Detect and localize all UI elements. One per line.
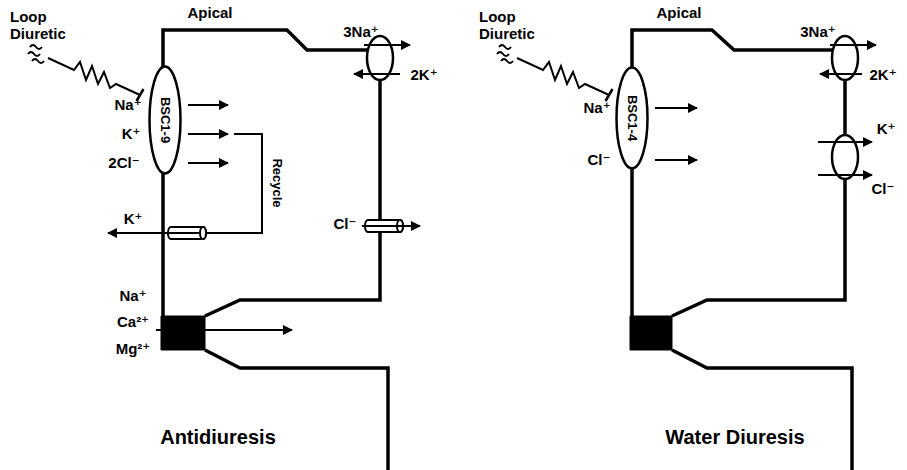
ion-label: 2Cl⁻ [108,155,139,172]
ion-label: K⁺ [122,126,141,143]
ion-label: Na⁺ [114,97,141,114]
transport-arrow [364,44,410,46]
ion-label: Na⁺ [583,100,610,117]
transport-arrow [818,174,872,176]
oval-outline [617,68,648,169]
ion-label: Cl⁻ [588,152,611,169]
ion-label: 3Na⁺ [800,24,835,41]
ion-label: Cl⁻ [872,181,895,198]
tight-junction [161,316,205,350]
recycle-bracket [206,134,262,233]
ion-label: Loop Diuretic [479,9,549,42]
cotransporter-oval: BSC1-4 [615,66,649,170]
ion-label: Recycle [270,158,284,207]
ion-label: Water Diuresis [665,426,804,448]
ion-label: Ca²⁺ [117,314,149,331]
ion-label: Apical [656,5,701,22]
diuretic-symbol [28,45,144,101]
ion-label: Antidiuresis [160,426,276,448]
tight-junction [630,316,672,350]
ion-label: Mg²⁺ [116,341,151,358]
cell-outline [163,30,380,316]
paracellular-arrow [156,329,292,331]
transport-arrow [818,141,872,143]
ion-label: 2K⁺ [410,67,437,84]
oval-outline [150,67,181,174]
transport-arrow [820,73,862,75]
cotransporter-oval: BSC1-9 [148,65,182,175]
transport-arrow [362,225,420,227]
transport-arrow [830,44,876,46]
transport-arrow [354,73,400,75]
ion-label: 3Na⁺ [343,24,378,41]
cell-outline [672,350,852,470]
transport-arrow [655,108,697,160]
ion-label: Apical [187,5,232,22]
ion-label: K⁺ [124,211,143,228]
transporter-name: BSC1-9 [158,97,172,143]
ion-label: 2K⁺ [869,67,896,84]
transport-arrow [188,105,228,163]
cell-outline [205,350,388,470]
transport-arrow [108,232,200,234]
ion-label: Loop Diuretic [10,9,80,42]
ion-label: K⁺ [877,121,896,138]
cell-outline [632,30,845,316]
ion-label: Na⁺ [119,288,146,305]
transporter-name: BSC1-4 [625,95,639,141]
diuretic-symbol [497,45,613,101]
ion-label: Cl⁻ [334,216,357,233]
